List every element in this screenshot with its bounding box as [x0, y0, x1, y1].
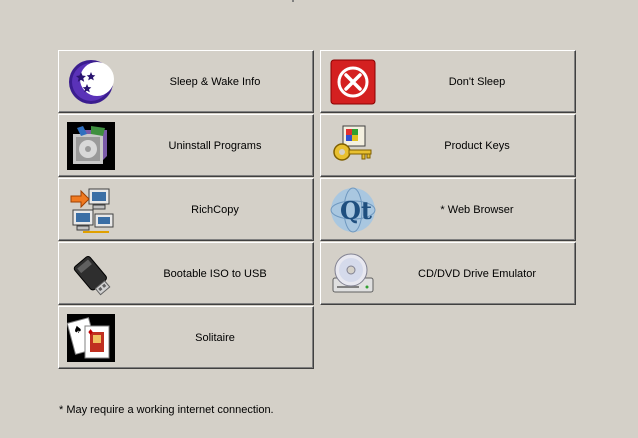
- solitaire-button[interactable]: ♠ ♦ Solitaire: [58, 306, 314, 369]
- richcopy-button[interactable]: RichCopy: [58, 178, 314, 241]
- uninstall-box-icon: [67, 122, 115, 170]
- qt-globe-icon: Qt: [329, 186, 377, 234]
- svg-text:♠: ♠: [72, 324, 84, 337]
- cd-dvd-emulator-button[interactable]: CD/DVD Drive Emulator: [320, 242, 576, 305]
- stop-circle-icon: [329, 58, 377, 106]
- sleep-wake-info-label: Sleep & Wake Info: [169, 75, 261, 88]
- cd-drive-icon: [329, 250, 377, 298]
- usb-drive-icon: [67, 250, 115, 298]
- svg-text:Qt: Qt: [340, 196, 372, 225]
- web-browser-label: * Web Browser: [440, 203, 514, 216]
- moon-stars-icon: [67, 58, 115, 106]
- network-copy-icon: [67, 186, 115, 234]
- playing-cards-icon: ♠ ♦: [67, 314, 115, 362]
- web-browser-button[interactable]: Qt * Web Browser: [320, 178, 576, 241]
- richcopy-label: RichCopy: [191, 203, 239, 216]
- window-edge-mark: [292, 0, 294, 2]
- uninstall-programs-button[interactable]: Uninstall Programs: [58, 114, 314, 177]
- uninstall-programs-label: Uninstall Programs: [168, 139, 262, 152]
- cd-dvd-emulator-label: CD/DVD Drive Emulator: [418, 267, 536, 280]
- product-keys-label: Product Keys: [444, 139, 510, 152]
- bootable-iso-usb-button[interactable]: Bootable ISO to USB: [58, 242, 314, 305]
- svg-text:♦: ♦: [87, 328, 94, 337]
- product-keys-button[interactable]: Product Keys: [320, 114, 576, 177]
- key-icon: [329, 122, 377, 170]
- bootable-iso-usb-label: Bootable ISO to USB: [163, 267, 267, 280]
- sleep-wake-info-button[interactable]: Sleep & Wake Info: [58, 50, 314, 113]
- solitaire-label: Solitaire: [195, 331, 235, 344]
- internet-footnote: * May require a working internet connect…: [59, 404, 274, 416]
- dont-sleep-label: Don't Sleep: [448, 75, 506, 88]
- dont-sleep-button[interactable]: Don't Sleep: [320, 50, 576, 113]
